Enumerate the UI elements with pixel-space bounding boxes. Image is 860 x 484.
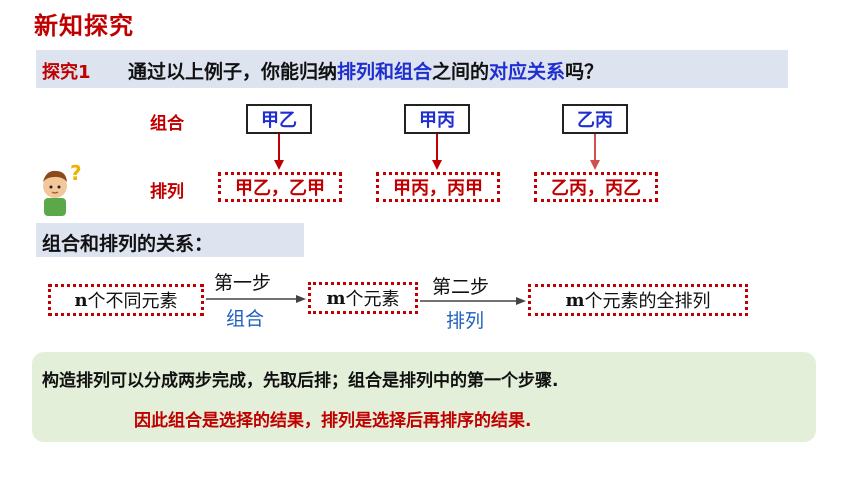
flow-arrow-1-head	[296, 295, 306, 303]
question-text: 通过以上例子，你能归纳排列和组合之间的对应关系吗？	[128, 57, 603, 84]
question-label: 探究1	[42, 62, 91, 83]
step2-top-label: 第二步	[432, 276, 490, 298]
conclusion-line-2: 因此组合是选择的结果，排列是选择后再排序的结果.	[134, 411, 532, 431]
step2-bottom-label: 排列	[446, 310, 485, 332]
step1-top-label: 第一步	[214, 272, 272, 294]
question-text-after: 吗？	[565, 61, 604, 83]
perm-row-label: 排列	[150, 182, 184, 202]
relation-heading: 组合和排列的关系：	[42, 233, 214, 255]
step1-bottom-label: 组合	[226, 308, 265, 330]
flow-box-1-text: 个不同元素	[87, 291, 178, 312]
perm-box-3: 乙丙，丙乙	[534, 172, 658, 202]
arrow-2-head	[432, 160, 442, 170]
page-title: 新知探究	[34, 12, 134, 40]
flow-box-1-var: n	[74, 289, 88, 311]
conclusion-box	[32, 352, 816, 442]
arrow-3-head	[590, 160, 600, 170]
question-text-before: 通过以上例子，你能归纳	[128, 61, 338, 83]
perm-box-1: 甲乙，乙甲	[218, 172, 342, 202]
combo-box-2: 甲丙	[404, 104, 470, 134]
flow-arrow-2-head	[516, 297, 526, 305]
flow-box-2-text: 个元素	[345, 289, 400, 310]
thinking-child-icon: ?	[43, 162, 82, 216]
question-highlight-1: 排列和组合	[337, 61, 433, 83]
question-text-middle: 之间的	[432, 61, 490, 83]
flow-box-3-text: 个元素的全排列	[584, 291, 711, 312]
combo-row-label: 组合	[150, 114, 184, 134]
relation-bar	[36, 223, 304, 257]
perm-box-2: 甲丙，丙甲	[376, 172, 500, 202]
svg-text:?: ?	[70, 162, 82, 185]
combo-box-3: 乙丙	[562, 104, 628, 134]
combo-box-1: 甲乙	[246, 104, 312, 134]
flow-box-3-var: m	[565, 289, 585, 311]
question-bar	[36, 50, 788, 88]
arrow-1-head	[274, 160, 284, 170]
question-highlight-2: 对应关系	[489, 61, 566, 83]
conclusion-line-1: 构造排列可以分成两步完成，先取后排；组合是排列中的第一个步骤.	[42, 371, 559, 391]
flow-box-2-var: m	[326, 287, 346, 309]
